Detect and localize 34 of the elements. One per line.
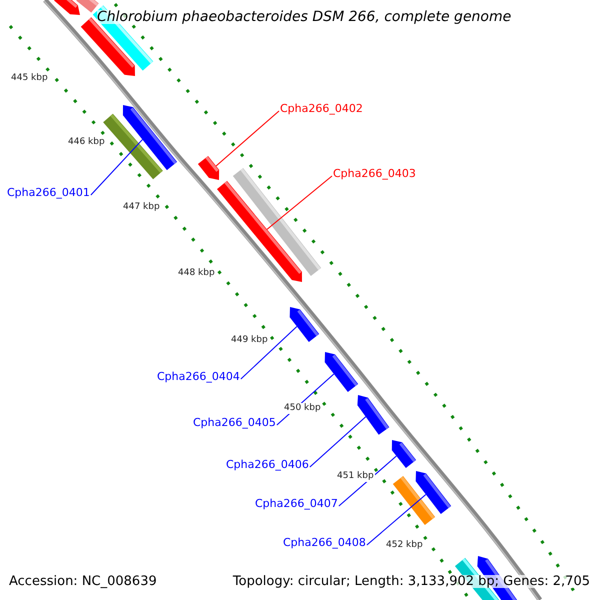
gene-feature [216, 180, 302, 282]
scale-label: 445 kbp [10, 73, 49, 84]
gene-label: Cpha266_0404 [157, 371, 240, 382]
leader-line [338, 456, 397, 506]
scale-label: 450 kbp [283, 403, 322, 414]
leader-line [266, 176, 332, 230]
gene-label: Cpha266_0408 [283, 537, 366, 548]
gene-feature [290, 307, 320, 342]
gene-label: Cpha266_0402 [280, 103, 363, 114]
leader-line [216, 110, 280, 166]
leader-line [366, 494, 426, 546]
scale-label: 448 kbp [177, 268, 216, 279]
gene-feature [122, 105, 178, 170]
scale-label: 451 kbp [336, 471, 375, 482]
scale-label: 447 kbp [122, 202, 161, 213]
gene-label: Cpha266_0401 [7, 187, 90, 198]
gene-feature [198, 156, 220, 180]
title: Chlorobium phaeobacteroides DSM 266, complete genome [97, 10, 512, 24]
gene-label: Cpha266_0406 [226, 459, 309, 470]
scale-label: 446 kbp [67, 137, 106, 148]
genome-info: Topology: circular; Length: 3,133,902 bp; Genes: 2,705 [232, 575, 590, 588]
gene-feature [392, 440, 416, 468]
gene-label: Cpha266_0403 [333, 168, 416, 179]
accession-label: Accession: NC_008639 [9, 575, 157, 588]
gene-label: Cpha266_0405 [193, 417, 276, 428]
scale-label: 452 kbp [385, 540, 424, 551]
gene-label: Cpha266_0407 [255, 498, 338, 509]
gene-feature [357, 395, 390, 435]
gene-feature [324, 352, 358, 392]
leader-line [90, 139, 143, 196]
gene-feature [416, 471, 452, 514]
scale-label: 449 kbp [230, 335, 269, 346]
leader-line [309, 416, 366, 468]
leader-line [240, 326, 298, 380]
